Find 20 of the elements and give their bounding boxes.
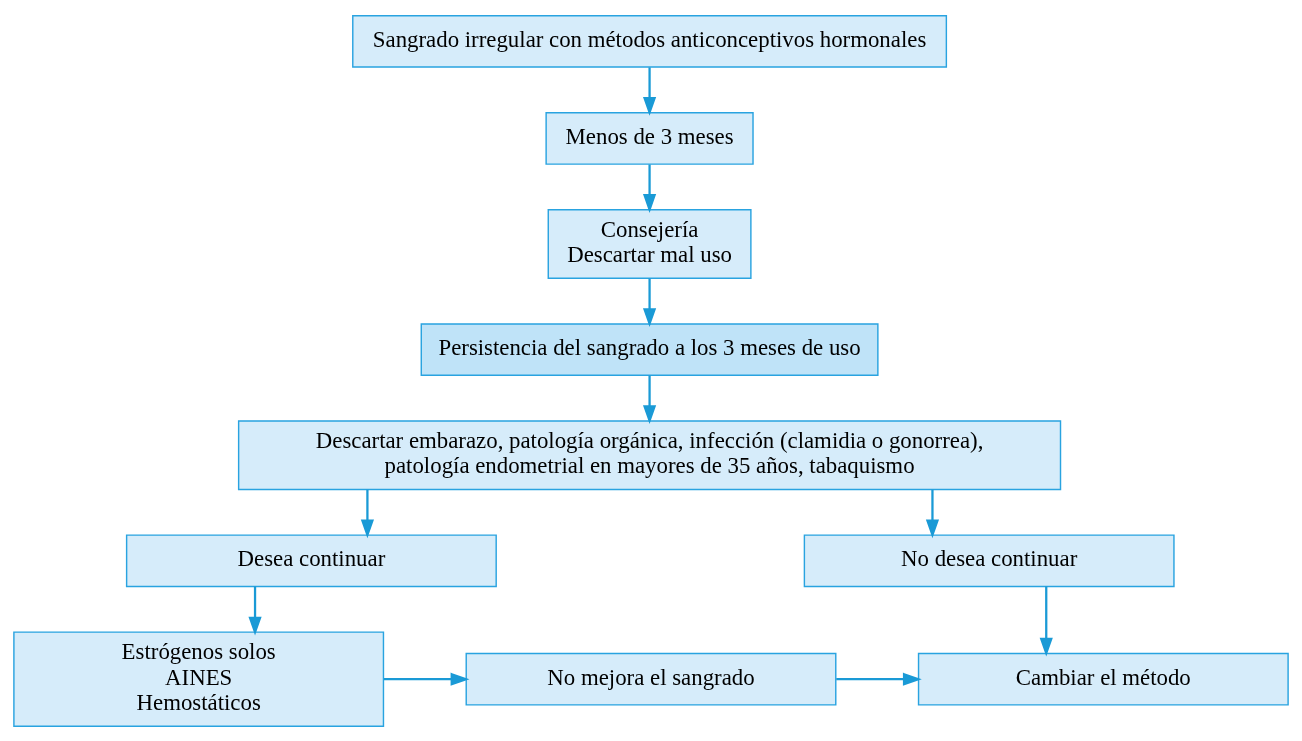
node-box: No desea continuar: [803, 533, 1175, 587]
arrow: [642, 164, 657, 213]
node-box: Descartar embarazo, patología orgánica, infección (clamidia o gonorrea), patología endometrial en mayores de 35 años, tabaquismo: [237, 419, 1062, 490]
arrow: [642, 375, 657, 424]
arrow: [360, 489, 374, 538]
arrow: [925, 489, 940, 538]
node-box: Menos de 3 meses: [545, 111, 754, 165]
node-box: Cambiar el método: [917, 652, 1289, 706]
node-box: Estrógenos solos AINES Hemostáticos: [13, 630, 385, 727]
arrow: [248, 585, 262, 636]
node-box: Consejería Descartar mal uso: [547, 208, 752, 279]
arrow: [836, 672, 922, 686]
node-box: No mejora el sangrado: [465, 652, 837, 706]
arrow: [383, 672, 470, 686]
arrow: [1039, 585, 1053, 657]
node-box: Desea continuar: [125, 533, 497, 587]
node-box: Sangrado irregular con métodos anticonceptivos hormonales: [352, 14, 948, 68]
node-box: Persistencia del sangrado a los 3 meses de uso: [420, 322, 879, 376]
arrow: [642, 278, 657, 327]
arrow: [642, 66, 657, 116]
